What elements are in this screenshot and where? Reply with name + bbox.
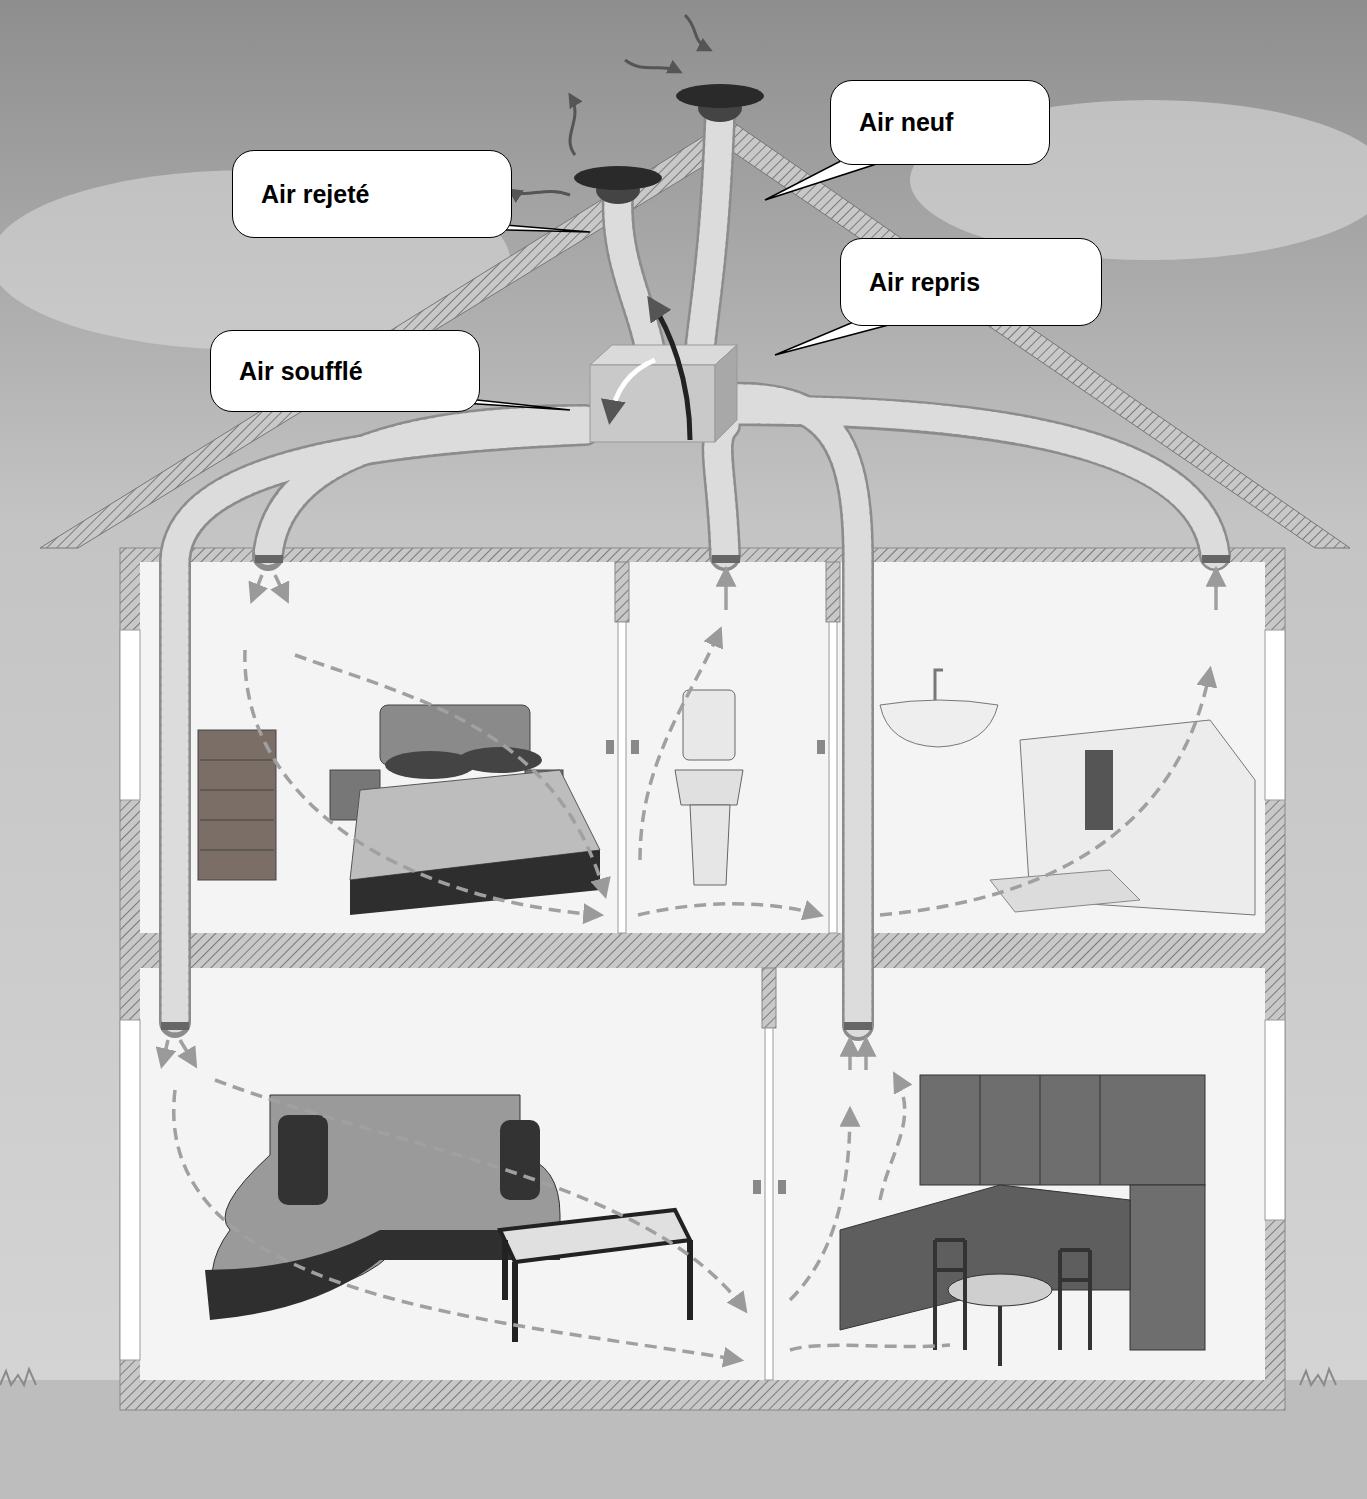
airflow-arrow xyxy=(275,575,287,600)
airflow-arrow xyxy=(174,1090,740,1360)
intake-arrow xyxy=(685,15,710,50)
airflow-arrow xyxy=(180,1040,195,1065)
partition xyxy=(762,968,776,1028)
dresser xyxy=(198,730,276,880)
toilet-base xyxy=(690,805,730,885)
airflow-arrow xyxy=(880,1075,905,1200)
faucet xyxy=(935,670,943,700)
duct-rib xyxy=(700,112,720,350)
callout-label: Air rejeté xyxy=(261,180,369,209)
duct-rib xyxy=(618,195,650,350)
duct-extract xyxy=(718,425,725,555)
bedroom-furniture xyxy=(198,705,600,915)
upper-cabinets xyxy=(920,1075,1205,1185)
exhaust-arrow xyxy=(570,95,575,155)
airflow-arrow xyxy=(295,655,605,895)
vent-grille xyxy=(161,555,1230,1030)
window xyxy=(120,630,140,800)
duct-new xyxy=(700,112,720,350)
cushion xyxy=(500,1120,540,1200)
duct-rib xyxy=(730,410,1215,555)
door xyxy=(618,622,626,933)
bathroom-furniture xyxy=(880,670,1255,915)
chair-and-table-legs xyxy=(935,1240,1090,1366)
airflow-arrow xyxy=(790,1110,850,1300)
callout-label: Air neuf xyxy=(859,108,953,137)
duct-rib xyxy=(175,430,585,1022)
roof-cap xyxy=(676,84,764,108)
airflow-arrow xyxy=(864,1040,868,1070)
window xyxy=(1265,630,1285,800)
duct-rib xyxy=(730,398,858,1025)
door xyxy=(829,622,837,933)
airflow-arrow xyxy=(880,670,1210,915)
counter xyxy=(840,1185,1130,1330)
window xyxy=(120,1020,140,1360)
airflow-arrow xyxy=(724,570,728,610)
room-airflow xyxy=(162,570,1216,1360)
airflow-arrow xyxy=(640,630,720,860)
airflow-arrow xyxy=(848,1040,852,1070)
duct-rejected xyxy=(618,195,650,350)
airflow-arrow xyxy=(638,904,820,915)
door xyxy=(765,1028,773,1380)
intake-arrow xyxy=(625,60,680,72)
supply-flow-arrow xyxy=(610,360,655,420)
duct-extract xyxy=(730,398,858,1025)
upper-floor-room xyxy=(140,562,1265,933)
toilet-bowl xyxy=(675,770,743,805)
outside-air-arrows xyxy=(510,15,710,195)
callout-bubble: Air neuf xyxy=(830,80,1050,165)
callout-bubble: Air rejeté xyxy=(232,150,512,238)
duct-extract xyxy=(730,410,1215,555)
kitchen-furniture xyxy=(840,1075,1205,1366)
partition xyxy=(826,562,840,622)
callout-bubble: Air soufflé xyxy=(210,330,480,412)
pillow xyxy=(458,747,542,773)
house-structure xyxy=(120,548,1285,1410)
lower-floor-room xyxy=(140,968,1265,1380)
cushion xyxy=(278,1115,328,1205)
door-handle xyxy=(606,740,850,1194)
coffee-table xyxy=(500,1210,690,1262)
exhaust-flow-arrow xyxy=(650,300,690,440)
roof-cap xyxy=(574,166,662,190)
callout-bubble: Air repris xyxy=(840,238,1102,326)
sink xyxy=(880,700,998,747)
callout-label: Air soufflé xyxy=(239,357,363,386)
ducts xyxy=(175,112,1215,1025)
window xyxy=(1265,1020,1285,1220)
towel xyxy=(1085,750,1113,830)
living-room-furniture xyxy=(205,1095,690,1342)
airflow-arrow xyxy=(162,1040,168,1065)
toilet xyxy=(675,690,743,885)
tall-cabinet xyxy=(1130,1185,1205,1350)
bath-mat xyxy=(990,870,1140,912)
callout-label: Air repris xyxy=(869,268,980,297)
chair-rails xyxy=(935,1240,1090,1280)
exhaust-arrow xyxy=(510,190,570,195)
unit-side xyxy=(715,345,737,442)
dresser-drawers xyxy=(200,760,274,850)
cabinet-doors xyxy=(980,1075,1100,1185)
toilet-tank xyxy=(683,690,735,760)
airflow-arrow xyxy=(252,575,262,600)
duct-rib xyxy=(718,425,725,555)
partition xyxy=(615,562,629,622)
unit-top xyxy=(590,345,737,365)
unit-front xyxy=(590,365,715,442)
airflow-arrow xyxy=(790,1345,950,1350)
duct-supply xyxy=(175,430,585,1022)
duct-ribs xyxy=(175,112,1215,1025)
airflow-arrow xyxy=(1214,570,1218,610)
airflow-arrow xyxy=(215,1080,745,1310)
